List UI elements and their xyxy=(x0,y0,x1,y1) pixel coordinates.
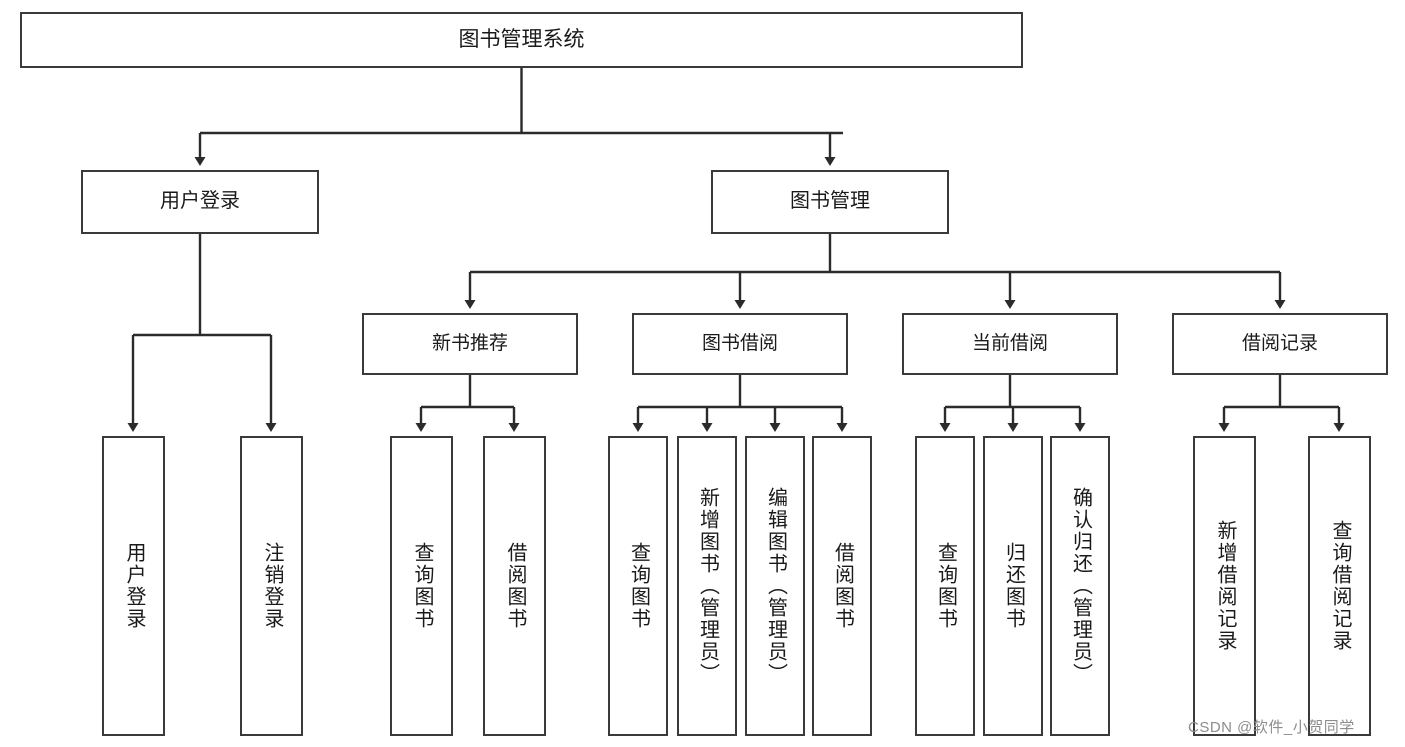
watermark: CSDN @软件_小贺同学 xyxy=(1188,719,1355,736)
node-user-login[interactable]: 用户登录 xyxy=(81,170,319,234)
leaf-borrow-query[interactable]: 查询图书 xyxy=(608,436,668,736)
leaf-borrow-edit-label: 编辑图书（管理员） xyxy=(764,487,787,685)
leaf-cur-query-label: 查询图书 xyxy=(934,542,957,630)
leaf-user-login-label: 用户登录 xyxy=(123,542,145,630)
node-current-borrow[interactable]: 当前借阅 xyxy=(902,313,1118,375)
leaf-rec-search-label: 查询借阅记录 xyxy=(1329,520,1351,652)
node-current-borrow-label: 当前借阅 xyxy=(971,332,1048,354)
node-root-label: 图书管理系统 xyxy=(458,27,585,51)
node-book-manage[interactable]: 图书管理 xyxy=(711,170,949,234)
leaf-cur-confirm-label: 确认归还（管理员） xyxy=(1069,487,1092,685)
leaf-user-logout[interactable]: 注销登录 xyxy=(240,436,303,736)
leaf-cur-return[interactable]: 归还图书 xyxy=(983,436,1043,736)
leaf-rec-query[interactable]: 查询图书 xyxy=(390,436,453,736)
node-borrow-record-label: 借阅记录 xyxy=(1241,332,1318,354)
leaf-borrow-edit[interactable]: 编辑图书（管理员） xyxy=(745,436,805,736)
node-book-borrow[interactable]: 图书借阅 xyxy=(632,313,848,375)
leaf-rec-search[interactable]: 查询借阅记录 xyxy=(1308,436,1371,736)
leaf-borrow-lend-label: 借阅图书 xyxy=(831,542,854,630)
node-book-manage-label: 图书管理 xyxy=(790,190,870,213)
leaf-borrow-lend[interactable]: 借阅图书 xyxy=(812,436,872,736)
leaf-borrow-add[interactable]: 新增图书（管理员） xyxy=(677,436,737,736)
leaf-cur-return-label: 归还图书 xyxy=(1002,542,1025,630)
leaf-rec-query-label: 查询图书 xyxy=(411,542,433,630)
node-user-login-label: 用户登录 xyxy=(160,190,240,213)
leaf-rec-add-label: 新增借阅记录 xyxy=(1214,520,1236,652)
node-new-book-rec[interactable]: 新书推荐 xyxy=(362,313,578,375)
leaf-cur-query[interactable]: 查询图书 xyxy=(915,436,975,736)
leaf-cur-confirm[interactable]: 确认归还（管理员） xyxy=(1050,436,1110,736)
leaf-rec-add[interactable]: 新增借阅记录 xyxy=(1193,436,1256,736)
leaf-user-login[interactable]: 用户登录 xyxy=(102,436,165,736)
node-borrow-record[interactable]: 借阅记录 xyxy=(1172,313,1388,375)
node-book-borrow-label: 图书借阅 xyxy=(701,332,778,354)
leaf-rec-borrow-label: 借阅图书 xyxy=(504,542,526,630)
leaf-user-logout-label: 注销登录 xyxy=(261,542,283,630)
node-new-book-rec-label: 新书推荐 xyxy=(431,332,508,354)
leaf-borrow-query-label: 查询图书 xyxy=(627,542,650,630)
node-root[interactable]: 图书管理系统 xyxy=(20,12,1023,68)
leaf-rec-borrow[interactable]: 借阅图书 xyxy=(483,436,546,736)
leaf-borrow-add-label: 新增图书（管理员） xyxy=(696,487,719,685)
